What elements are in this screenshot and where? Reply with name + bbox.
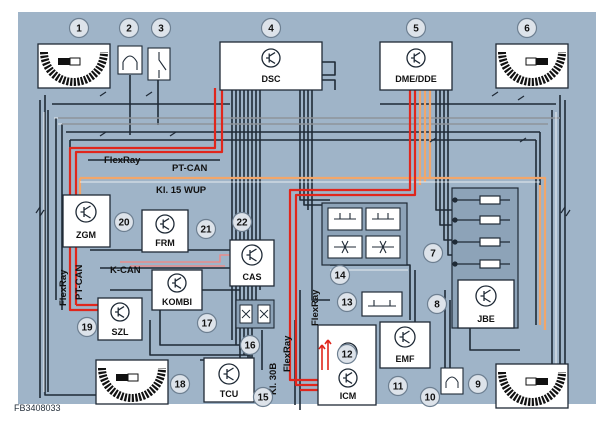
callout-number: 15 [257, 393, 269, 404]
callout-3: 3 [150, 17, 172, 39]
figure-id: FB3408033 [14, 403, 61, 413]
bus-label-kl30b: Kl. 30B [268, 363, 279, 395]
callout-4: 4 [260, 17, 282, 39]
callout-2: 2 [118, 17, 140, 39]
module-zgm: ZGM [62, 194, 111, 248]
callout-number: 13 [341, 298, 353, 309]
module-kombi: KOMBI [151, 269, 203, 311]
callout-number: 22 [236, 218, 248, 229]
callout-17: 17 [196, 312, 218, 334]
callout-number: 12 [341, 350, 353, 361]
switch-3 [147, 47, 171, 81]
callout-number: 10 [424, 393, 436, 404]
module-szl: SZL [97, 297, 143, 341]
module-label: DSC [261, 74, 281, 84]
callout-5: 5 [405, 17, 427, 39]
callout-number: 7 [430, 249, 436, 260]
module-tcu: TCU [203, 357, 255, 403]
callout-number: 6 [524, 24, 530, 35]
callout-8: 8 [426, 293, 448, 315]
callout-number: 9 [475, 380, 481, 391]
callout-13: 13 [336, 291, 358, 313]
callout-11: 11 [387, 375, 409, 397]
callout-20: 20 [113, 211, 135, 233]
module-label: JBE [477, 314, 495, 324]
module-icm: ICM [317, 324, 377, 406]
module-label: DME/DDE [395, 74, 437, 84]
bus-label-flexray-mid: FlexRay [310, 289, 321, 326]
callout-21: 21 [195, 218, 217, 240]
wheel-sensor-9 [495, 363, 569, 409]
module-label: KOMBI [162, 297, 192, 307]
callout-number: 8 [434, 300, 440, 311]
module-dsc: DSC [219, 41, 323, 91]
callout-number: 2 [126, 24, 132, 35]
callout-number: 3 [158, 24, 164, 35]
callout-14: 14 [329, 264, 351, 286]
connector-10 [440, 367, 464, 395]
bus-label-flexray-bottom: FlexRay [282, 335, 293, 372]
wheel-sensor-1 [37, 43, 111, 89]
callout-number: 4 [268, 24, 274, 35]
module-cas: CAS [229, 239, 275, 287]
relay-13 [361, 291, 403, 317]
module-label: EMF [396, 354, 416, 364]
callout-number: 20 [118, 218, 130, 229]
module-label: ICM [340, 391, 357, 401]
callout-15: 15 [252, 386, 274, 408]
module-label: TCU [220, 389, 239, 399]
bus-label-flexray-top: FlexRay [104, 155, 141, 166]
bus-label-kl15-wup: Kl. 15 WUP [156, 185, 207, 196]
callout-18: 18 [169, 373, 191, 395]
callout-1: 1 [68, 17, 90, 39]
module-label: SZL [112, 327, 130, 337]
callout-number: 5 [413, 24, 419, 35]
wheel-sensor-6 [495, 43, 569, 89]
switch-2 [117, 45, 143, 75]
callout-19: 19 [76, 316, 98, 338]
callout-number: 17 [201, 319, 213, 330]
module-dme-dde: DME/DDE [379, 41, 453, 91]
module-label: CAS [242, 272, 261, 282]
bus-label-pt-can-top: PT-CAN [172, 163, 208, 174]
module-jbe: JBE [457, 279, 515, 329]
bus-label-flexray-left: FlexRay [58, 269, 69, 306]
callout-7: 7 [422, 242, 444, 264]
callout-12: 12 [336, 343, 358, 365]
callout-number: 18 [174, 380, 186, 391]
relay-block [321, 202, 408, 266]
bus-label-pt-can-left: PT-CAN [74, 265, 85, 301]
wheel-sensor-18 [95, 359, 169, 405]
callout-number: 21 [200, 225, 212, 236]
callout-10: 10 [419, 386, 441, 408]
callout-6: 6 [516, 17, 538, 39]
bus-label-k-can: K-CAN [110, 265, 141, 276]
callout-9: 9 [467, 373, 489, 395]
module-label: FRM [155, 238, 175, 248]
callout-number: 16 [244, 341, 256, 352]
callout-number: 11 [393, 382, 404, 393]
fuse-16 [235, 299, 275, 329]
callout-number: 19 [81, 323, 93, 334]
callout-22: 22 [231, 211, 253, 233]
callout-16: 16 [239, 334, 261, 356]
module-frm: FRM [141, 209, 189, 253]
module-label: ZGM [76, 230, 96, 240]
callout-number: 14 [334, 271, 346, 282]
callout-number: 1 [76, 24, 82, 35]
module-emf: EMF [379, 321, 431, 369]
